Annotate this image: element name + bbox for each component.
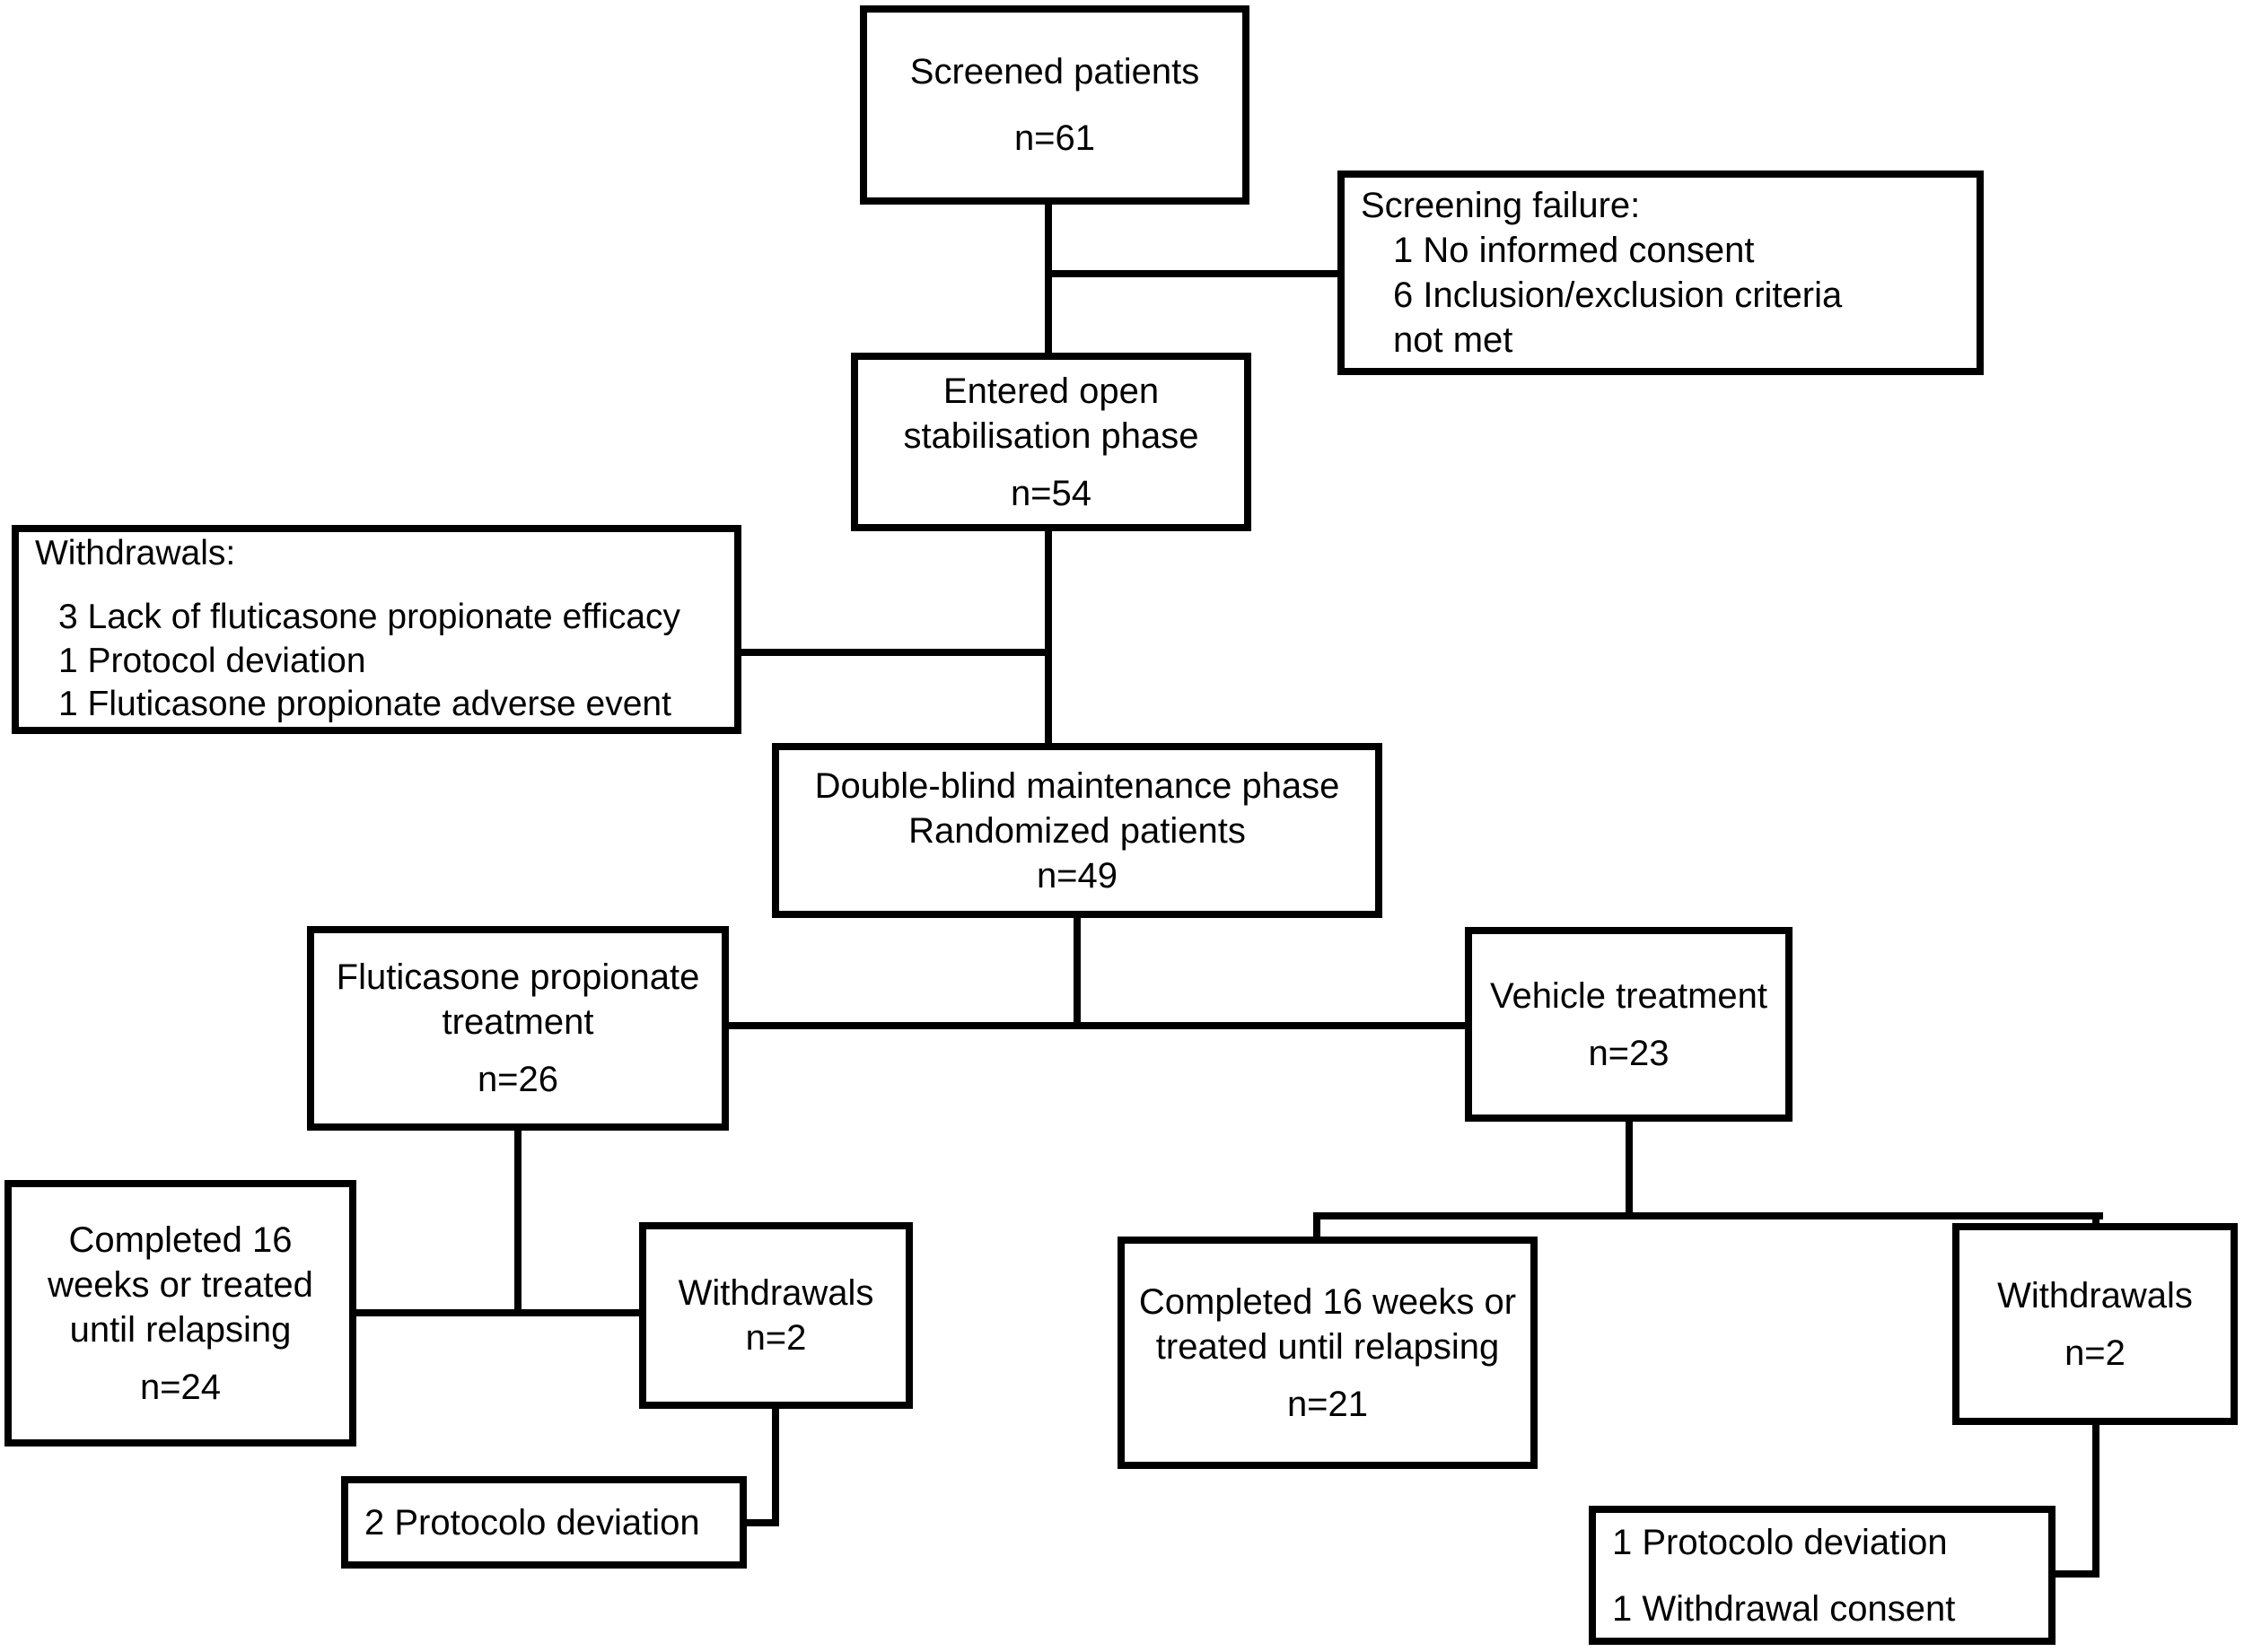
text-line: n=61 xyxy=(1013,118,1096,158)
text-line: 1 No informed consent xyxy=(1393,231,1755,270)
box-withdrawals-vehicle: Withdrawals n=2 xyxy=(1952,1223,2238,1425)
box-fluticasone-treatment: Fluticasone propionate treatment n=26 xyxy=(307,926,729,1131)
box-protocol-withdrawal-vehicle: 1 Protocolo deviation 1 Withdrawal conse… xyxy=(1589,1506,2056,1645)
text-line: 2 Protocolo deviation xyxy=(364,1502,700,1543)
box-completed-vehicle: Completed 16 weeks or treated until rela… xyxy=(1118,1237,1538,1469)
text-line: Vehicle treatment xyxy=(1489,975,1768,1016)
connector-vehicle-split-bar xyxy=(1313,1212,2103,1219)
connector-fp-completed-withdrawals xyxy=(351,1309,644,1316)
text-line: Completed 16 xyxy=(68,1219,293,1260)
box-screening-failure: Screening failure: 1 No informed consent… xyxy=(1337,170,1984,375)
text-line: Double-blind maintenance phase xyxy=(814,765,1340,806)
connector-withdrawals-fp-down xyxy=(772,1405,779,1526)
connector-screened-to-entered xyxy=(1045,201,1052,357)
box-withdrawals-stabilisation: Withdrawals: 3 Lack of fluticasone propi… xyxy=(12,525,741,734)
text-line: Randomized patients xyxy=(908,810,1246,851)
text-line: n=49 xyxy=(1036,855,1118,896)
text-line: n=2 xyxy=(2064,1333,2126,1373)
text-line: Screening failure: xyxy=(1361,186,1641,225)
box-withdrawals-fluticasone: Withdrawals n=2 xyxy=(639,1222,913,1409)
connector-vehicle-down xyxy=(1626,1116,1633,1219)
connector-elbow-protocol-vehicle xyxy=(2050,1570,2099,1578)
text-line: n=26 xyxy=(477,1060,559,1099)
text-line: 1 Protocol deviation xyxy=(58,641,366,680)
box-entered-stabilisation: Entered open stabilisation phase n=54 xyxy=(851,353,1251,531)
connector-to-screening-failure xyxy=(1045,270,1341,277)
text-line: Withdrawals: xyxy=(35,534,236,573)
box-completed-fluticasone: Completed 16 weeks or treated until rela… xyxy=(4,1180,356,1447)
box-screened-patients: Screened patients n=61 xyxy=(860,5,1249,205)
connector-double-blind-to-split xyxy=(1074,914,1081,1029)
text-line: 1 Protocolo deviation xyxy=(1612,1522,1948,1562)
text-line: not met xyxy=(1393,320,1513,360)
text-line: Withdrawals xyxy=(1997,1275,2193,1315)
text-line: 3 Lack of fluticasone propionate efficac… xyxy=(58,597,681,636)
text-line: n=24 xyxy=(139,1367,222,1407)
text-line: n=21 xyxy=(1286,1384,1369,1424)
connector-elbow-protocol-fp xyxy=(741,1519,779,1526)
text-line: weeks or treated xyxy=(48,1264,313,1305)
text-line: treated until relapsing xyxy=(1155,1326,1500,1367)
connector-treatment-split-bar xyxy=(725,1022,1468,1029)
text-line: Withdrawals xyxy=(678,1273,874,1313)
text-line: Entered open xyxy=(942,371,1160,411)
connector-fluticasone-down xyxy=(514,1127,522,1316)
text-line: 1 Withdrawal consent xyxy=(1612,1588,1956,1629)
box-vehicle-treatment: Vehicle treatment n=23 xyxy=(1465,927,1793,1122)
text-line: stabilisation phase xyxy=(903,415,1199,456)
connector-entered-to-double-blind xyxy=(1045,528,1052,747)
connector-withdrawals-vehicle-down xyxy=(2092,1421,2099,1578)
text-line: Fluticasone propionate xyxy=(336,957,700,997)
text-line: n=23 xyxy=(1588,1033,1670,1073)
text-line: until relapsing xyxy=(69,1309,292,1350)
text-line: 6 Inclusion/exclusion criteria xyxy=(1393,275,1843,315)
text-line: treatment xyxy=(442,1002,594,1042)
text-line: Screened patients xyxy=(909,52,1200,92)
text-line: n=54 xyxy=(1010,473,1092,513)
box-protocol-deviation-fluticasone: 2 Protocolo deviation xyxy=(341,1476,747,1569)
text-line: n=2 xyxy=(745,1318,807,1358)
box-double-blind-randomized: Double-blind maintenance phase Randomize… xyxy=(772,743,1382,918)
text-line: Completed 16 weeks or xyxy=(1138,1281,1517,1322)
connector-drop-completed-vehicle xyxy=(1313,1212,1320,1242)
text-line: 1 Fluticasone propionate adverse event xyxy=(58,685,671,724)
connector-to-withdrawals-stabilisation xyxy=(736,649,1052,656)
connector-drop-withdrawals-vehicle xyxy=(2092,1212,2099,1230)
